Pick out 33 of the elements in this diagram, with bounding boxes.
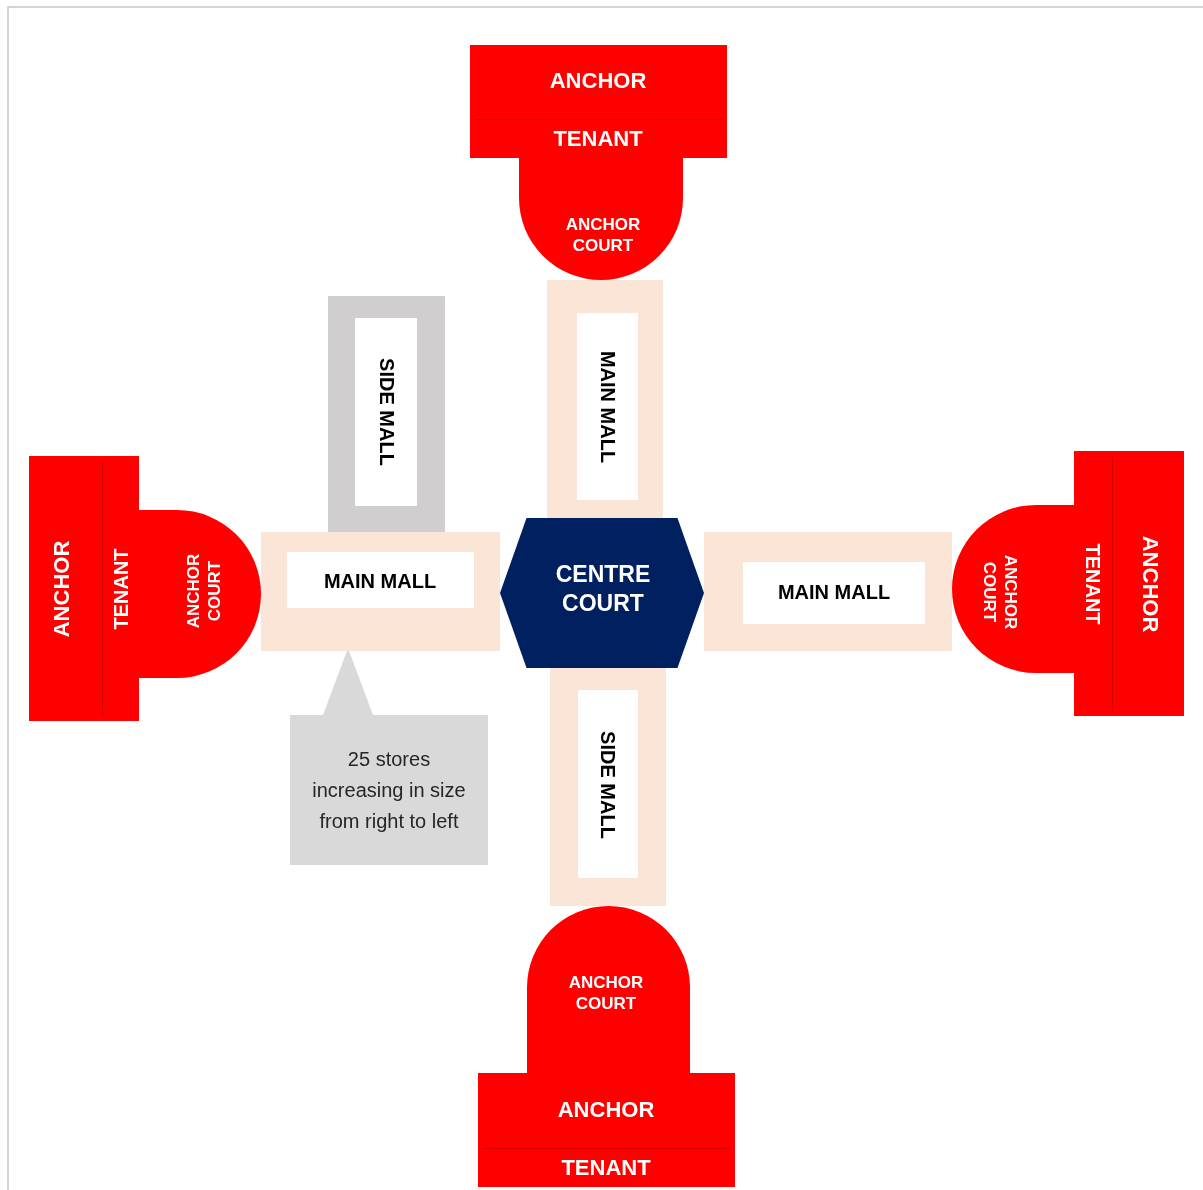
mall-corridor [328,296,445,534]
mall-corridor [261,532,500,651]
mall-corridor [550,668,666,906]
court-label: CENTRE COURT [554,560,652,618]
court-label: ANCHOR COURT [182,552,225,631]
tenant-label: TENANT [553,125,643,153]
tenant-label: TENANT [1080,543,1105,625]
mall-label: SIDE MALL [374,358,399,466]
anchor-court [139,510,261,678]
court-label: ANCHOR COURT [567,971,645,1015]
tenant-label: ANCHOR [557,1096,655,1124]
callout-text: 25 stores increasing in size from right to left [311,746,467,834]
court-label: ANCHOR COURT [979,553,1022,632]
callout-bubble [290,648,488,865]
tenant-label: TENANT [108,548,133,630]
tenant-label: ANCHOR [549,67,647,95]
anchor-court [952,505,1074,673]
anchor-tenant-block [29,456,139,721]
court-label: ANCHOR COURT [564,213,642,257]
tenant-label: ANCHOR [48,540,76,638]
anchor-tenant-block [470,45,727,158]
anchor-court [519,158,683,280]
mall-label: MAIN MALL [323,568,437,594]
tenant-label: ANCHOR [1136,535,1164,633]
mall-corridor [547,280,663,518]
mall-label: MAIN MALL [595,350,620,464]
mall-label: MAIN MALL [777,579,891,605]
tenant-label: TENANT [561,1154,651,1182]
anchor-court [527,906,690,1073]
mall-label: SIDE MALL [595,731,620,839]
mall-corridor [704,532,952,651]
anchor-tenant-block [1074,451,1184,716]
anchor-tenant-block [478,1073,735,1187]
